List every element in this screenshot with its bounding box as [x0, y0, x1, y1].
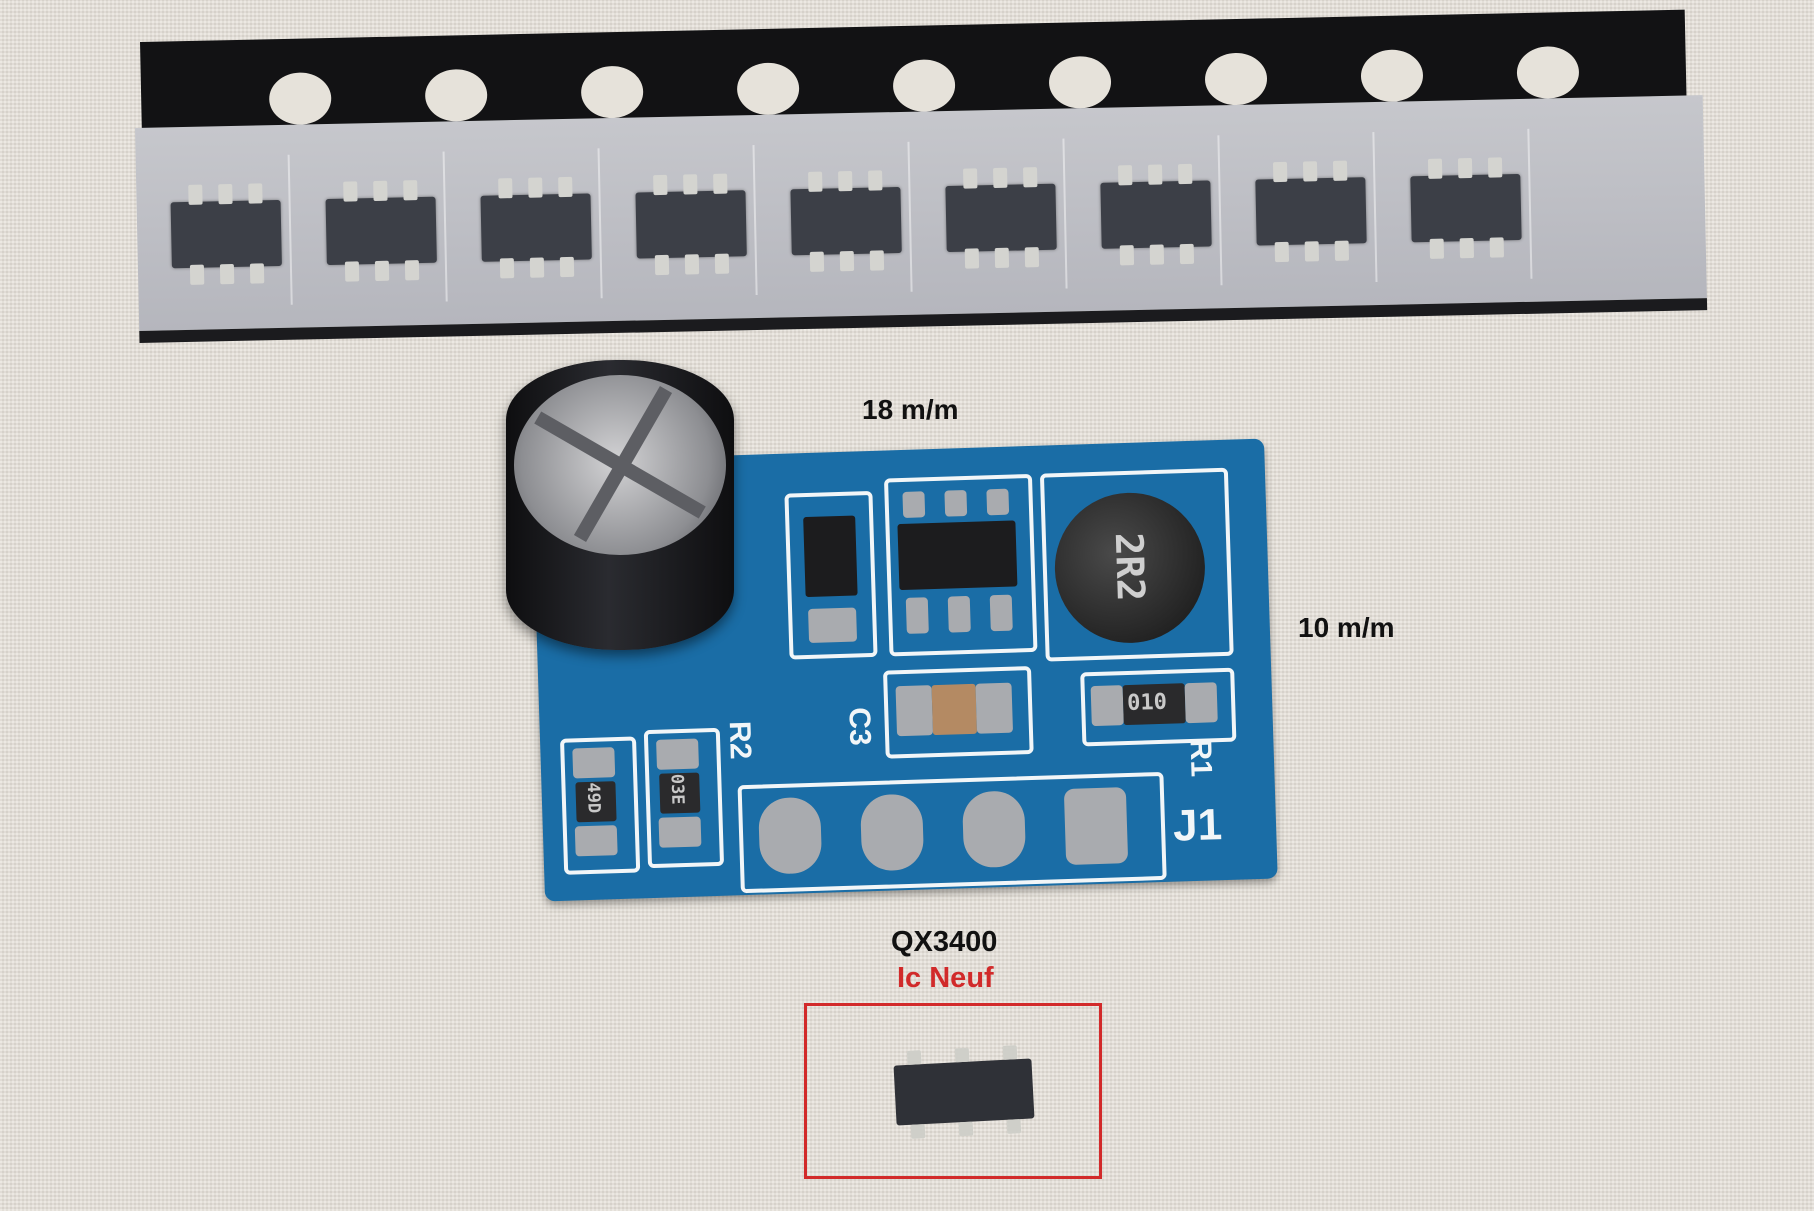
ic-chip: [1100, 163, 1212, 266]
smd-b-outline: 03E: [643, 727, 725, 869]
tape-pocket: [1075, 135, 1223, 289]
tape-pocket: [455, 148, 603, 302]
new-ic-label: Ic Neuf: [897, 962, 994, 994]
sprocket-hole: [1360, 49, 1424, 103]
solder-pad: [808, 607, 858, 643]
sprocket-hole: [892, 58, 956, 113]
header-pin-square: [1063, 787, 1129, 866]
j1-header-outline: [737, 771, 1167, 894]
ic-outline: [883, 473, 1038, 657]
tape-pocket: [765, 141, 913, 295]
diode-outline: [784, 490, 878, 660]
tape-pocket: [145, 154, 293, 308]
sprocket-hole: [1204, 52, 1268, 106]
resistor-code: 010: [1126, 689, 1168, 717]
sprocket-hole: [736, 62, 800, 116]
height-dimension-label: 10 m/m: [1298, 612, 1395, 643]
inductor-marking: 2R2: [1106, 531, 1153, 602]
r1-outline: 010: [1080, 667, 1237, 747]
c3-silk-label: C3: [842, 706, 877, 747]
ic-chip: [480, 176, 592, 279]
regulator-ic: [897, 520, 1018, 591]
diode: [803, 515, 858, 598]
tape-pocket: [920, 138, 1068, 292]
sprocket-hole: [424, 68, 488, 123]
tape-pocket: [1385, 128, 1533, 282]
ic-chip: [170, 183, 282, 285]
carrier-tape-pockets: [135, 95, 1708, 343]
header-pin: [961, 790, 1027, 869]
ic-chip: [945, 167, 1057, 269]
tape-pocket: [610, 145, 758, 299]
ic-chip: [790, 170, 902, 272]
sprocket-hole: [268, 72, 332, 126]
sprocket-hole: [1516, 45, 1580, 100]
smd-resistor: 010: [1122, 683, 1186, 726]
smd-a-outline: 49D: [559, 736, 641, 875]
tape-pocket-empty: [1540, 126, 1685, 279]
part-number-label: QX3400: [891, 926, 998, 958]
ic-chip: [1255, 160, 1367, 263]
smd-component: 49D: [575, 781, 617, 823]
ic-chip: [635, 173, 747, 276]
new-ic-chip: [893, 1045, 1035, 1139]
ic-chip: [325, 180, 437, 282]
tape-pocket: [300, 151, 448, 305]
smd-component: 03E: [659, 772, 701, 814]
sprocket-hole: [1048, 55, 1112, 109]
ceramic-capacitor: [931, 683, 978, 736]
j1-silk-label: J1: [1172, 800, 1223, 851]
r1-silk-label: R1: [1183, 738, 1218, 778]
header-pin: [859, 793, 925, 872]
width-dimension-label: 18 m/m: [862, 394, 959, 425]
c3-outline: [883, 666, 1034, 759]
tape-pocket: [1230, 132, 1378, 286]
sprocket-hole: [580, 65, 644, 119]
ic-chip: [1410, 157, 1522, 259]
highlight-box: [804, 1003, 1102, 1179]
header-pin: [757, 796, 823, 875]
r2-silk-label: R2: [722, 720, 757, 760]
